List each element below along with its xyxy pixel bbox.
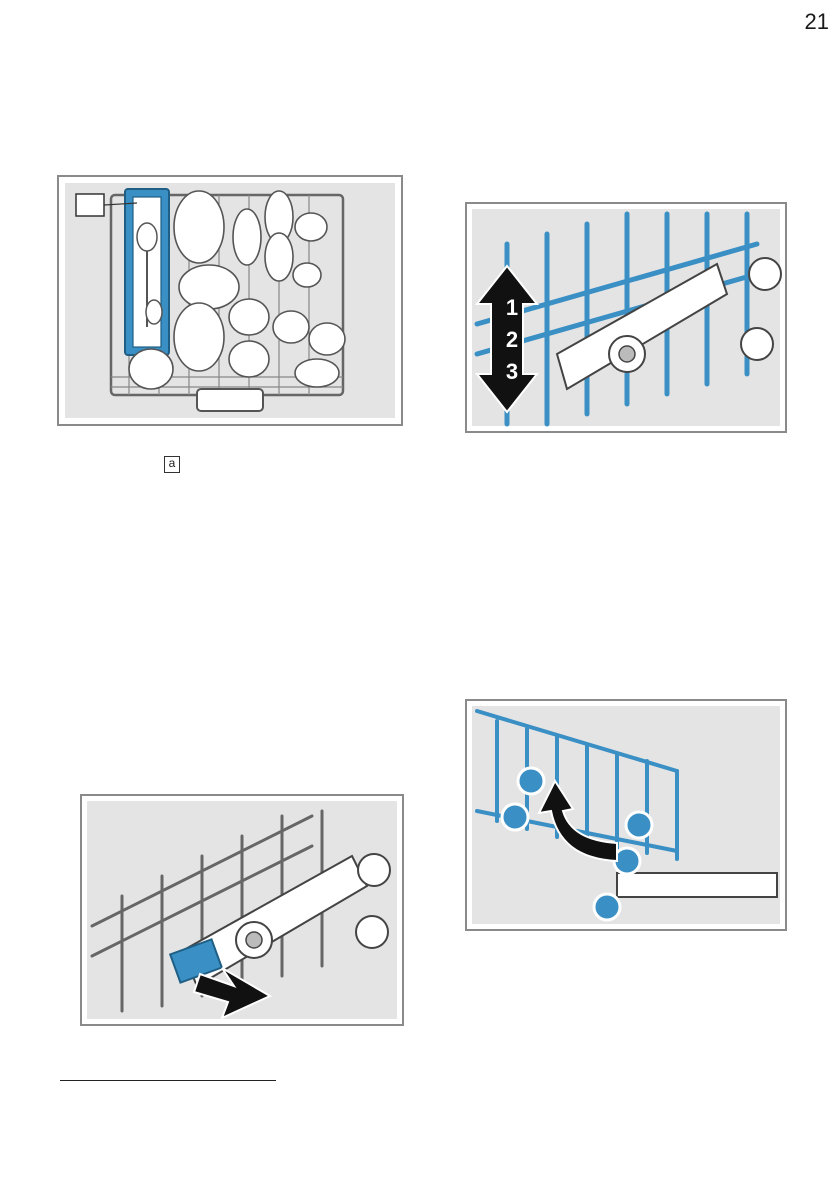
callout-label-box: a (164, 456, 180, 473)
position-label-3: 3 (495, 356, 529, 388)
figure-caption-line: a (60, 455, 180, 473)
position-labels: 1 2 3 (495, 292, 529, 388)
position-label-2: 2 (495, 324, 529, 356)
figure-lever-release (80, 794, 404, 1026)
figure-basket-overview (57, 175, 403, 426)
figure-height-adjustment: 1 2 3 (465, 202, 787, 433)
footnote-rule (60, 1080, 276, 1081)
figure-basket-removal (465, 699, 787, 931)
position-label-1: 1 (495, 292, 529, 324)
page-number: 21 (795, 9, 829, 35)
